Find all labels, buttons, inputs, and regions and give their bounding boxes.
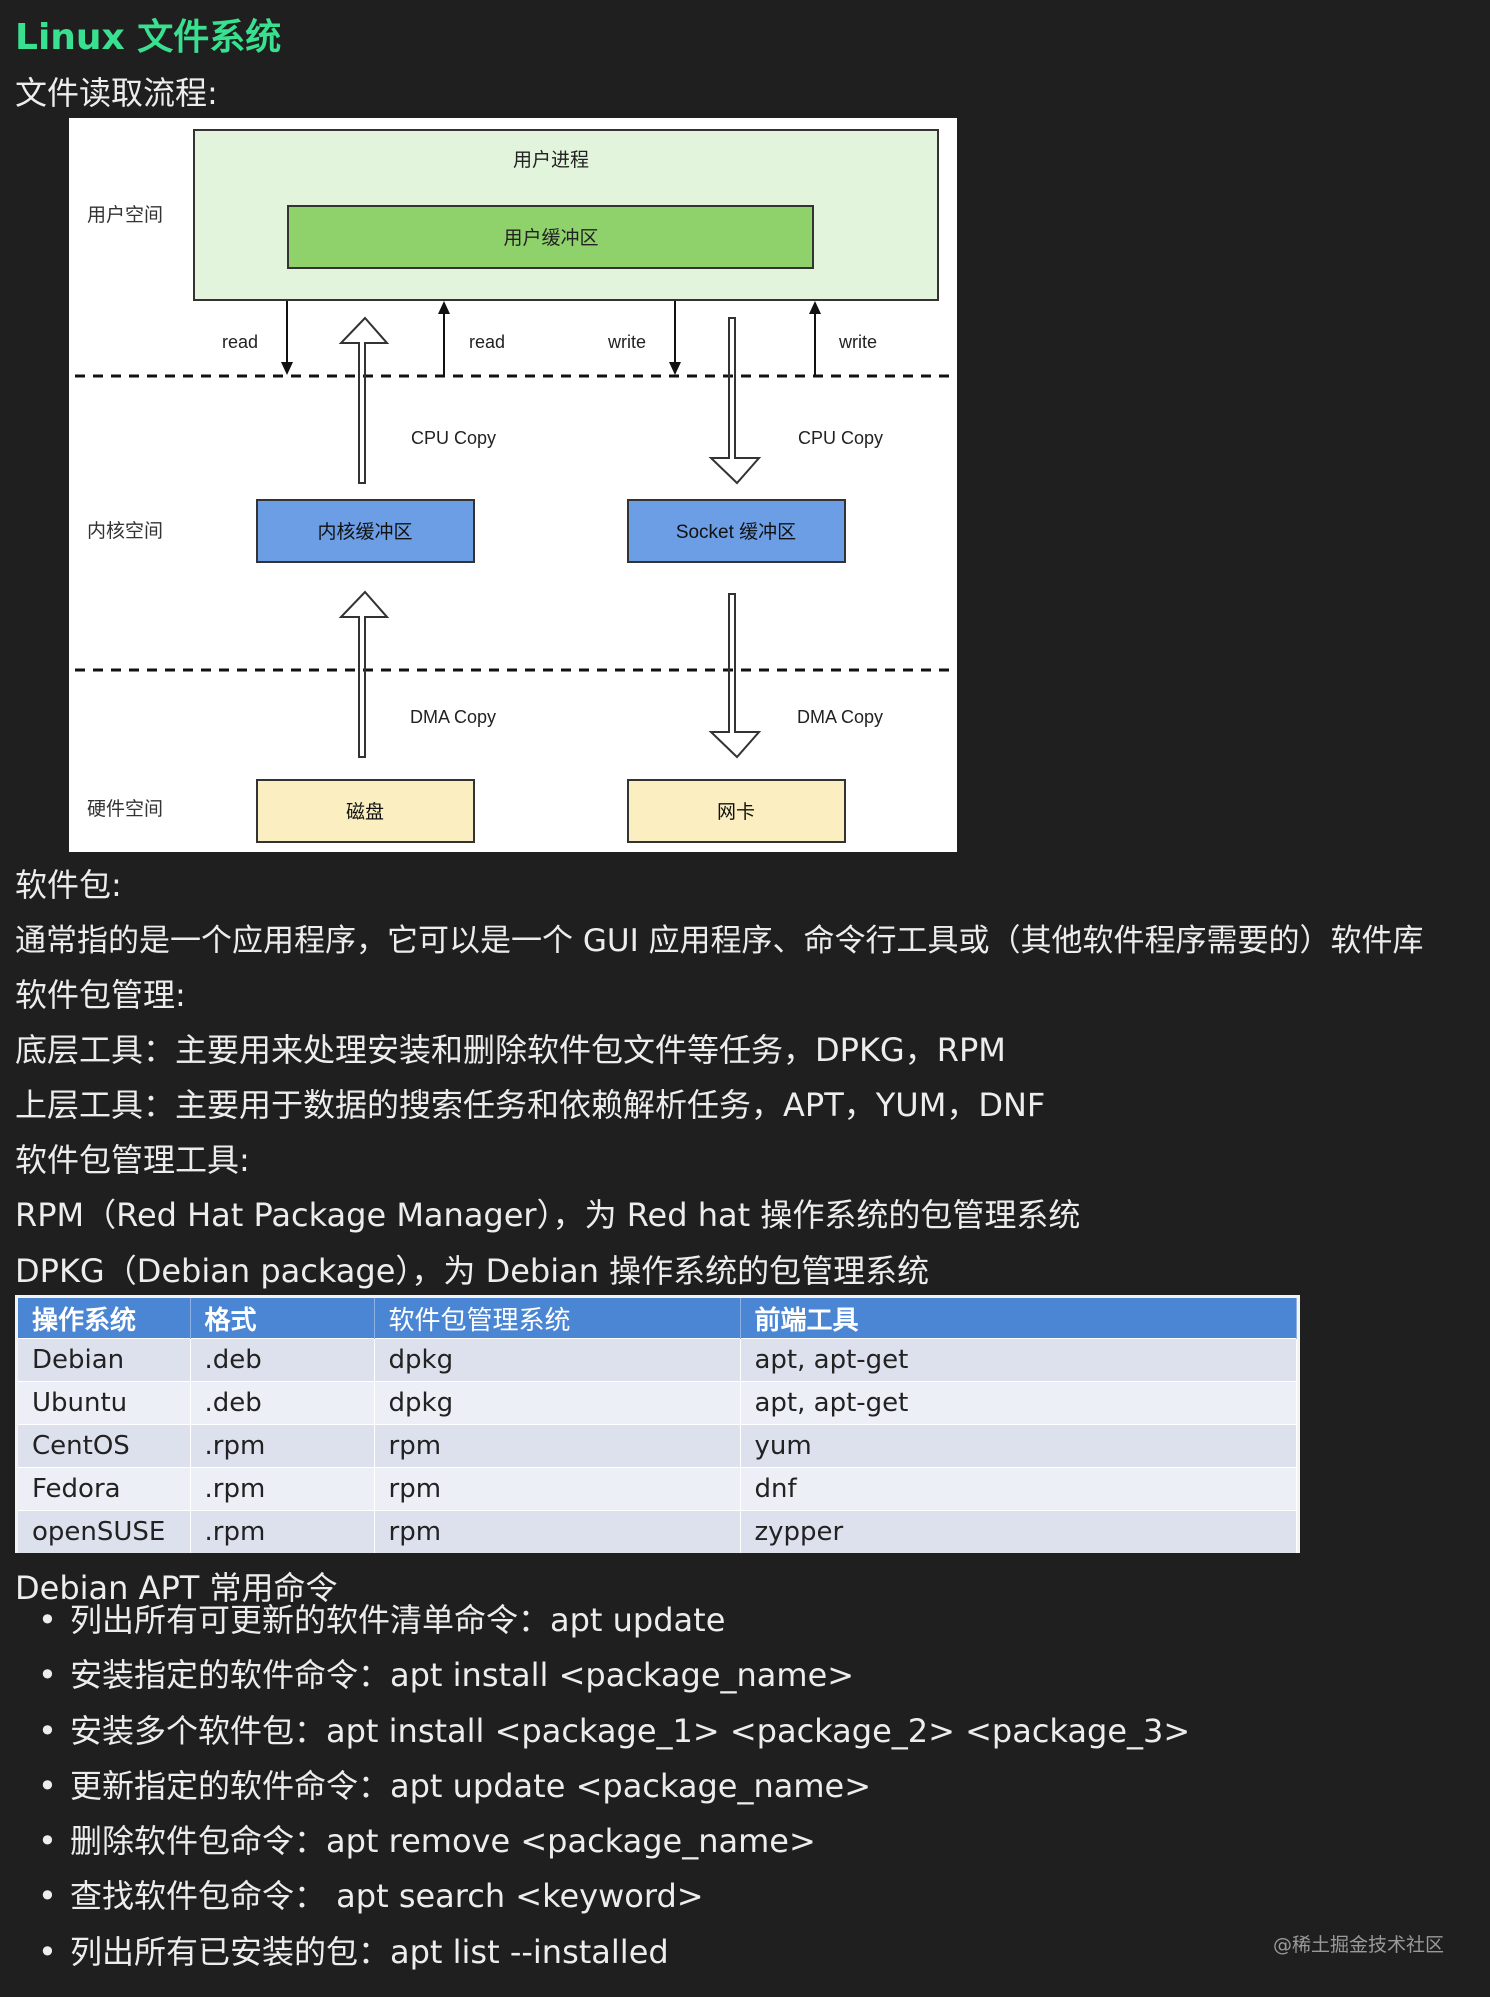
bullet-icon: • bbox=[38, 1822, 57, 1861]
dma-copy-down-arrow bbox=[708, 593, 762, 759]
apt-command-text: 查找软件包命令： apt search <keyword> bbox=[70, 1877, 704, 1916]
table-cell: zypper bbox=[740, 1510, 1297, 1553]
table-cell: .deb bbox=[190, 1381, 375, 1425]
apt-command-text: 安装指定的软件命令：apt install <package_name> bbox=[70, 1656, 855, 1695]
table-cell: rpm bbox=[374, 1424, 741, 1468]
apt-command-text: 删除软件包命令：apt remove <package_name> bbox=[70, 1822, 816, 1861]
watermark: @稀土掘金技术社区 bbox=[1272, 1934, 1444, 1956]
socket-buffer-box bbox=[627, 499, 846, 563]
table-row: CentOS .rpm rpm yum bbox=[18, 1424, 1297, 1468]
table-cell: dnf bbox=[740, 1467, 1297, 1511]
user-process-label: 用户进程 bbox=[513, 149, 589, 171]
table-row: Ubuntu .deb dpkg apt, apt-get bbox=[18, 1381, 1297, 1425]
cpu-copy-label-left: CPU Copy bbox=[411, 428, 496, 448]
read-up-arrow bbox=[438, 301, 450, 314]
table-header-row: 操作系统 格式 软件包管理系统 前端工具 bbox=[18, 1298, 1297, 1339]
cpu-copy-down-arrow bbox=[708, 317, 762, 485]
bullet-icon: • bbox=[38, 1766, 57, 1805]
table-row: Debian .deb dpkg apt, apt-get bbox=[18, 1338, 1297, 1382]
list-item: • 安装指定的软件命令：apt install <package_name> bbox=[30, 1653, 1190, 1708]
table-cell: .deb bbox=[190, 1338, 375, 1382]
page-title: Linux 文件系统 bbox=[15, 17, 282, 58]
rpm-description: RPM（Red Hat Package Manager），为 Red hat 操… bbox=[15, 1196, 1081, 1234]
user-space-label: 用户空间 bbox=[87, 204, 163, 226]
apt-heading: Debian APT 常用命令 bbox=[15, 1569, 338, 1607]
dma-copy-label-left: DMA Copy bbox=[410, 707, 496, 727]
list-item: • 安装多个软件包：apt install <package_1> <packag… bbox=[30, 1709, 1190, 1764]
table-header: 软件包管理系统 bbox=[374, 1298, 741, 1339]
table-cell: apt, apt-get bbox=[740, 1381, 1297, 1425]
kernel-buffer-label: 内核缓冲区 bbox=[317, 521, 412, 543]
table-cell: .rpm bbox=[190, 1510, 375, 1553]
read-label-left: read bbox=[222, 332, 258, 352]
dma-copy-label-right: DMA Copy bbox=[797, 707, 883, 727]
list-item: • 列出所有已安装的包：apt list --installed bbox=[30, 1930, 1190, 1985]
apt-command-list: • 列出所有可更新的软件清单命令：apt update • 安装指定的软件命令：ap… bbox=[30, 1598, 1190, 1985]
low-level-tools: 底层工具：主要用来处理安装和删除软件包文件等任务，DPKG，RPM bbox=[15, 1031, 1006, 1069]
package-management-label: 软件包管理: bbox=[15, 976, 186, 1014]
bullet-icon: • bbox=[38, 1932, 57, 1971]
nic-label: 网卡 bbox=[717, 801, 755, 823]
write-label-right: write bbox=[838, 332, 877, 352]
dma-copy-up-arrow bbox=[338, 590, 390, 758]
package-tools-label: 软件包管理工具: bbox=[15, 1141, 250, 1179]
dpkg-description: DPKG（Debian package），为 Debian 操作系统的包管理系统 bbox=[15, 1252, 930, 1290]
bullet-icon: • bbox=[38, 1656, 57, 1695]
package-system-table: 操作系统 格式 软件包管理系统 前端工具 Debian .deb dpkg ap… bbox=[15, 1295, 1300, 1553]
read-label-right: read bbox=[469, 332, 505, 352]
table-row: Fedora .rpm rpm dnf bbox=[18, 1467, 1297, 1511]
bullet-icon: • bbox=[38, 1877, 57, 1916]
write-label-left: write bbox=[607, 332, 646, 352]
cpu-copy-up-arrow bbox=[338, 316, 390, 484]
list-item: • 更新指定的软件命令：apt update <package_name> bbox=[30, 1764, 1190, 1819]
software-package-label: 软件包: bbox=[15, 866, 122, 904]
list-item: • 列出所有可更新的软件清单命令：apt update bbox=[30, 1598, 1190, 1653]
table-cell: yum bbox=[740, 1424, 1297, 1468]
bullet-icon: • bbox=[38, 1601, 57, 1639]
table-header: 操作系统 bbox=[18, 1298, 191, 1339]
software-package-desc: 通常指的是一个应用程序，它可以是一个 GUI 应用程序、命令行工具或（其他软件程… bbox=[15, 923, 1424, 959]
table-cell: .rpm bbox=[190, 1467, 375, 1511]
user-buffer-label: 用户缓冲区 bbox=[503, 227, 598, 249]
kernel-space-label: 内核空间 bbox=[87, 520, 163, 542]
bullet-icon: • bbox=[38, 1711, 57, 1750]
table-header: 格式 bbox=[190, 1298, 375, 1339]
apt-command-text: 列出所有可更新的软件清单命令：apt update bbox=[70, 1601, 726, 1639]
read-down-arrow bbox=[281, 362, 293, 375]
table-row: openSUSE .rpm rpm zypper bbox=[18, 1510, 1297, 1553]
table-cell: openSUSE bbox=[18, 1510, 191, 1553]
table-cell: Fedora bbox=[18, 1467, 191, 1511]
file-read-flow-diagram: 用户进程 用户缓冲区 用户空间 内核空间 硬件空间 read read writ… bbox=[69, 118, 957, 852]
table-header: 前端工具 bbox=[740, 1298, 1297, 1339]
table-cell: dpkg bbox=[374, 1338, 741, 1382]
table-cell: .rpm bbox=[190, 1424, 375, 1468]
list-item: • 删除软件包命令：apt remove <package_name> bbox=[30, 1819, 1190, 1874]
table-cell: Debian bbox=[18, 1338, 191, 1382]
nic-box bbox=[627, 779, 846, 843]
user-buffer-box bbox=[287, 205, 814, 269]
apt-command-text: 安装多个软件包：apt install <package_1> <package… bbox=[70, 1711, 1191, 1750]
read-flow-label: 文件读取流程: bbox=[15, 74, 218, 112]
table-cell: CentOS bbox=[18, 1424, 191, 1468]
kernel-buffer-box bbox=[256, 499, 475, 563]
table-cell: apt, apt-get bbox=[740, 1338, 1297, 1382]
table-cell: rpm bbox=[374, 1467, 741, 1511]
hardware-space-label: 硬件空间 bbox=[87, 798, 163, 820]
apt-command-text: 更新指定的软件命令：apt update <package_name> bbox=[70, 1766, 872, 1805]
table-cell: dpkg bbox=[374, 1381, 741, 1425]
list-item: • 查找软件包命令： apt search <keyword> bbox=[30, 1874, 1190, 1929]
write-down-arrow bbox=[669, 362, 681, 375]
table-cell: rpm bbox=[374, 1510, 741, 1553]
high-level-tools: 上层工具：主要用于数据的搜索任务和依赖解析任务，APT，YUM，DNF bbox=[15, 1086, 1046, 1124]
apt-command-text: 列出所有已安装的包：apt list --installed bbox=[70, 1932, 669, 1971]
table-cell: Ubuntu bbox=[18, 1381, 191, 1425]
cpu-copy-label-right: CPU Copy bbox=[798, 428, 883, 448]
socket-buffer-label: Socket 缓冲区 bbox=[676, 521, 796, 543]
write-up-arrow bbox=[809, 301, 821, 314]
disk-box bbox=[256, 779, 475, 843]
disk-label: 磁盘 bbox=[346, 801, 384, 823]
